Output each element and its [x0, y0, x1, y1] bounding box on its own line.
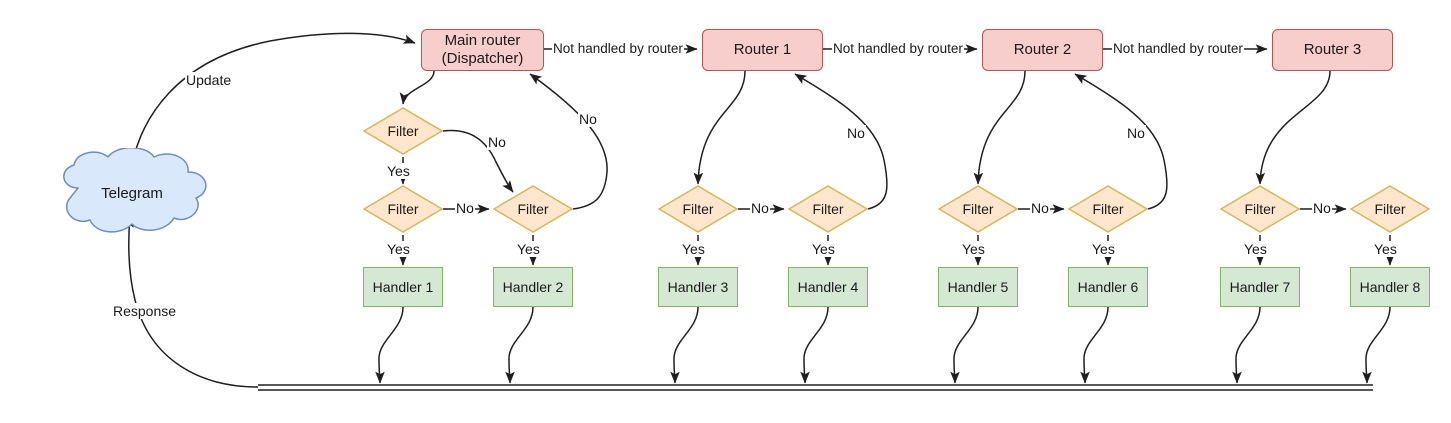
edge-label-yes-7: Yes — [1091, 241, 1116, 257]
edge-filter5-no-return-router1 — [794, 73, 888, 210]
edge-handler3-to-bus — [670, 306, 699, 384]
main-router-label-line2: (Dispatcher) — [441, 50, 524, 67]
handler-4-node[interactable]: Handler 4 — [788, 267, 868, 307]
edge-filter7-no-return-router2 — [1074, 73, 1168, 210]
diamond-shape — [363, 185, 443, 233]
diamond-shape — [1220, 185, 1300, 233]
filter-1-node[interactable]: Filter — [363, 107, 443, 155]
edge-label-yes-1: Yes — [386, 163, 411, 179]
handler-5-label: Handler 5 — [947, 278, 1009, 295]
edge-handler4-to-bus — [800, 306, 829, 384]
filter-5-node[interactable]: Filter — [788, 185, 868, 233]
edge-label-not-handled-1: Not handled by router — [552, 41, 684, 56]
handler-2-label: Handler 2 — [502, 278, 564, 295]
cloud-shape — [63, 146, 207, 233]
edge-router2-to-filter6 — [973, 70, 1026, 185]
filter-6-label: Filter — [962, 201, 994, 217]
filter-4-node[interactable]: Filter — [658, 185, 738, 233]
diamond-shape — [1350, 185, 1430, 233]
telegram-cloud-label: Telegram — [101, 184, 163, 202]
edge-handler1-to-bus — [375, 306, 404, 384]
router-3-node[interactable]: Router 3 — [1272, 29, 1393, 71]
handler-5-node[interactable]: Handler 5 — [938, 267, 1018, 307]
handler-6-label: Handler 6 — [1077, 278, 1139, 295]
edge-router1-to-filter4 — [693, 70, 746, 185]
edge-label-not-handled-2: Not handled by router — [832, 41, 964, 56]
handler-7-label: Handler 7 — [1229, 278, 1291, 295]
edge-filter3-no-return-mainrouter — [529, 73, 608, 210]
filter-6-node[interactable]: Filter — [938, 185, 1018, 233]
diamond-shape — [493, 185, 573, 233]
edge-label-yes-2: Yes — [386, 241, 411, 257]
router-2-node[interactable]: Router 2 — [982, 29, 1103, 71]
filter-9-label: Filter — [1374, 201, 1406, 217]
edge-label-no-branch-1: No — [487, 134, 507, 150]
filter-2-node[interactable]: Filter — [363, 185, 443, 233]
handler-4-label: Handler 4 — [797, 278, 859, 295]
router-1-label: Router 1 — [733, 41, 792, 59]
diamond-shape — [788, 185, 868, 233]
telegram-cloud[interactable]: Telegram — [42, 146, 222, 238]
router-2-label: Router 2 — [1013, 41, 1072, 59]
edge-handler5-to-bus — [950, 306, 979, 384]
edge-label-no-return-2: No — [846, 125, 866, 141]
edge-label-yes-4: Yes — [681, 241, 706, 257]
filter-4-label: Filter — [682, 201, 714, 217]
edge-mainrouter-to-filter1 — [399, 70, 435, 105]
handler-3-node[interactable]: Handler 3 — [658, 267, 738, 307]
edge-handler7-to-bus — [1232, 306, 1261, 384]
handler-7-node[interactable]: Handler 7 — [1220, 267, 1300, 307]
edge-handler6-to-bus — [1080, 306, 1109, 384]
handler-1-label: Handler 1 — [372, 278, 434, 295]
edge-label-yes-3: Yes — [516, 241, 541, 257]
main-router-label-line1: Main router — [444, 32, 521, 50]
filter-9-node[interactable]: Filter — [1350, 185, 1430, 233]
edge-label-yes-8: Yes — [1243, 241, 1268, 257]
main-router-node[interactable]: Main router (Dispatcher) — [421, 29, 544, 71]
edge-label-no-chain-1: No — [455, 200, 475, 216]
edge-label-yes-5: Yes — [811, 241, 836, 257]
filter-7-label: Filter — [1092, 201, 1124, 217]
edge-label-update: Update — [185, 72, 233, 88]
diamond-shape — [363, 107, 443, 155]
filter-3-label: Filter — [517, 201, 549, 217]
edge-update — [131, 32, 416, 166]
handler-2-node[interactable]: Handler 2 — [493, 267, 573, 307]
filter-8-node[interactable]: Filter — [1220, 185, 1300, 233]
handler-3-label: Handler 3 — [667, 278, 729, 295]
edge-label-not-handled-3: Not handled by router — [1112, 41, 1244, 56]
filter-1-label: Filter — [387, 123, 419, 139]
edge-label-response: Response — [112, 303, 178, 319]
edge-label-yes-9: Yes — [1373, 241, 1398, 257]
handler-1-node[interactable]: Handler 1 — [363, 267, 443, 307]
edge-label-no-chain-3: No — [1030, 200, 1050, 216]
diamond-shape — [658, 185, 738, 233]
edge-router3-to-filter8 — [1255, 70, 1331, 185]
edge-response — [124, 215, 259, 388]
filter-3-node[interactable]: Filter — [493, 185, 573, 233]
edge-label-no-chain-4: No — [1312, 200, 1332, 216]
edge-handler8-to-bus — [1362, 306, 1391, 384]
filter-2-label: Filter — [387, 201, 419, 217]
edge-label-no-return-3: No — [1126, 125, 1146, 141]
diamond-shape — [938, 185, 1018, 233]
filter-5-label: Filter — [812, 201, 844, 217]
edge-handler2-to-bus — [505, 306, 534, 384]
handler-8-node[interactable]: Handler 8 — [1350, 267, 1430, 307]
edge-label-yes-6: Yes — [961, 241, 986, 257]
router-3-label: Router 3 — [1303, 41, 1362, 59]
filter-7-node[interactable]: Filter — [1068, 185, 1148, 233]
filter-8-label: Filter — [1244, 201, 1276, 217]
edge-label-no-return-1: No — [578, 111, 598, 127]
response-bus-rail — [258, 384, 1373, 391]
router-1-node[interactable]: Router 1 — [702, 29, 823, 71]
edge-label-no-chain-2: No — [750, 200, 770, 216]
edge-filter1-no — [442, 129, 514, 193]
handler-6-node[interactable]: Handler 6 — [1068, 267, 1148, 307]
handler-8-label: Handler 8 — [1359, 278, 1421, 295]
diamond-shape — [1068, 185, 1148, 233]
